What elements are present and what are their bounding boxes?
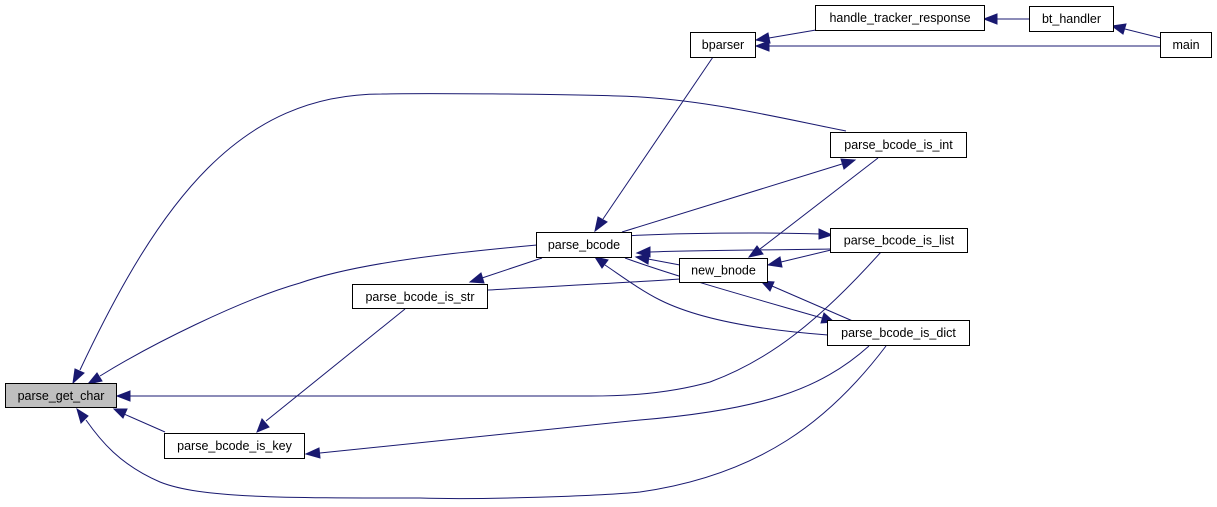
edge-is-list-to-bcode [635,246,832,258]
edge-is-dict-to-new-bnode [759,280,856,323]
edge-is-int-to-new-bnode [747,157,879,258]
node-label: main [1172,38,1199,52]
edge-is-list-to-get-char [115,251,882,402]
edge-is-int-to-get-char [72,93,847,385]
edge-bcode-to-get-char [86,244,538,385]
edge-main-to-bparser [754,40,1161,52]
node-label: parse_bcode_is_int [844,138,953,152]
node-parse-bcode[interactable]: parse_bcode [536,232,632,258]
node-label: bt_handler [1042,12,1101,26]
edge-is-str-to-is-key [256,308,406,433]
edge-new-bnode-to-bcode [634,253,681,266]
edge-bt-handler-to-tracker [982,13,1030,25]
node-label: handle_tracker_response [829,11,970,25]
node-label: parse_bcode_is_key [177,439,292,453]
edge-is-dict-to-is-key [304,345,870,459]
node-bt-handler[interactable]: bt_handler [1029,6,1114,32]
edge-bcode-to-is-int [621,158,857,233]
node-bparser[interactable]: bparser [690,32,756,58]
node-main[interactable]: main [1160,32,1212,58]
edge-bparser-to-bcode [594,56,714,233]
edge-new-bnode-to-is-str [487,278,681,291]
node-parse-get-char[interactable]: parse_get_char [5,383,117,408]
node-parse-bcode-is-dict[interactable]: parse_bcode_is_dict [827,320,970,346]
edge-is-dict-to-bcode [593,256,829,336]
node-handle-tracker-response[interactable]: handle_tracker_response [815,5,985,31]
nodes: parse_get_char parse_bcode_is_key parse_… [5,5,1212,459]
node-parse-bcode-is-int[interactable]: parse_bcode_is_int [830,132,967,158]
node-label: new_bnode [691,264,756,278]
edge-bcode-to-is-list [621,228,834,240]
edge-is-key-to-get-char [112,408,166,433]
node-parse-bcode-is-str[interactable]: parse_bcode_is_str [352,284,488,309]
edge-is-dict-to-get-char [76,345,887,500]
node-label: bparser [702,38,744,52]
node-parse-bcode-is-list[interactable]: parse_bcode_is_list [830,228,968,253]
node-label: parse_bcode_is_list [844,234,955,248]
edges [72,13,1162,500]
edge-main-to-bt-handler [1110,23,1162,39]
edge-bcode-to-is-str [468,257,543,284]
node-label: parse_bcode_is_str [365,290,474,304]
node-label: parse_get_char [18,389,105,403]
node-new-bnode[interactable]: new_bnode [679,258,768,283]
edge-is-list-to-new-bnode [766,249,832,268]
edge-tracker-to-bparser [754,29,817,44]
node-parse-bcode-is-key[interactable]: parse_bcode_is_key [164,433,305,459]
node-label: parse_bcode [548,238,620,252]
node-label: parse_bcode_is_dict [841,326,956,340]
